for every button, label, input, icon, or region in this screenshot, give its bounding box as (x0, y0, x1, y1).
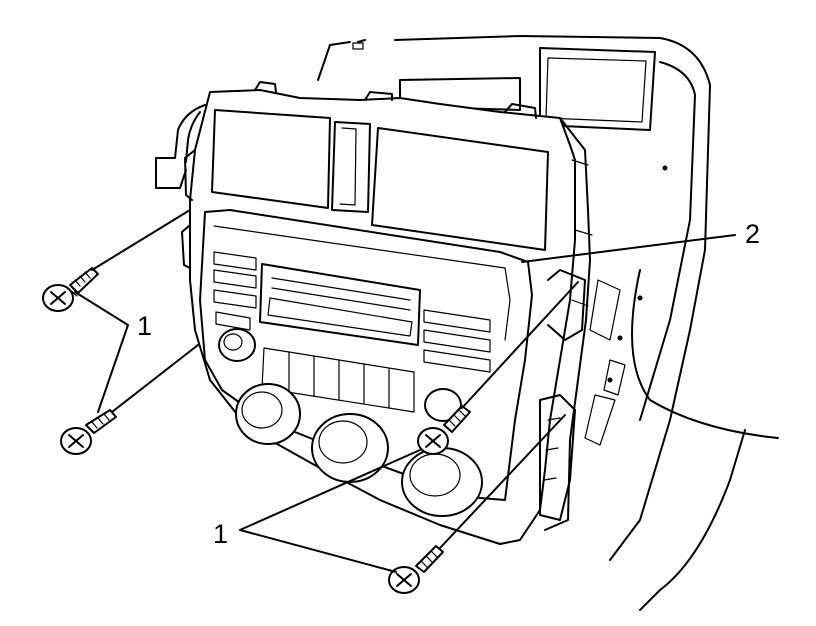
callout-panel: 2 (745, 219, 760, 249)
radio-control-panel (181, 81, 593, 545)
alignment-lines (91, 209, 579, 549)
screw-top-left (42, 267, 99, 312)
dashboard-carrier (317, 35, 779, 611)
screw-center (417, 405, 471, 455)
callout-screws-left: 1 (137, 311, 152, 341)
callout-screws-bottom: 1 (213, 519, 228, 549)
screw-bottom (388, 545, 444, 594)
wire-harness (155, 104, 206, 189)
screw-bottom-left (60, 409, 117, 455)
callout-leaders (74, 234, 736, 573)
